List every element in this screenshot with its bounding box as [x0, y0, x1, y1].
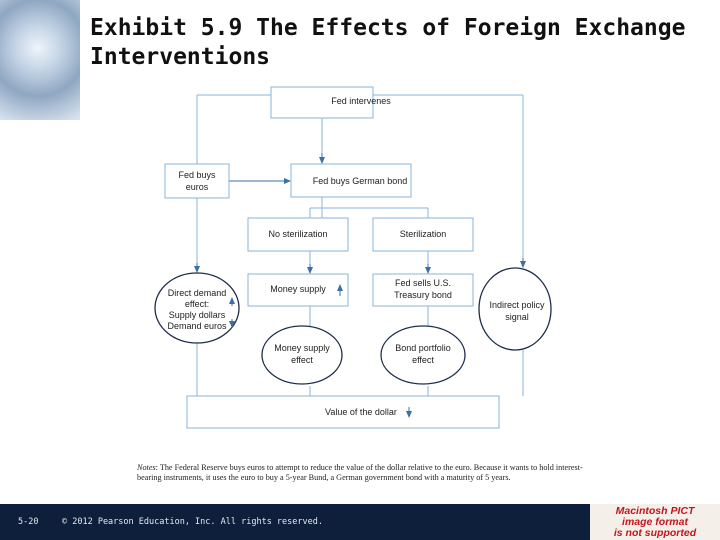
label-fed-sells-1: Fed sells U.S. — [395, 278, 451, 288]
label-fed-buys-2: euros — [186, 182, 209, 192]
copyright-text: © 2012 Pearson Education, Inc. All right… — [62, 517, 323, 527]
box-fed-buys-german-bond — [290, 163, 412, 198]
label-bond-portfolio-2: effect — [412, 355, 434, 365]
connector-lines — [196, 94, 524, 396]
ellipse-money-supply-effect — [261, 325, 343, 385]
unsupported-image-placeholder: Macintosh PICT image format is not suppo… — [590, 504, 720, 540]
title-line-2: Interventions — [90, 44, 271, 70]
title-line-1: Exhibit 5.9 The Effects of Foreign Excha… — [90, 15, 686, 41]
label-fed-buys-1: Fed buys — [178, 170, 216, 180]
label-fed-intervenes: Fed intervenes — [331, 96, 391, 106]
placeholder-line-1: Macintosh PICT — [615, 505, 695, 517]
placeholder-line-2: image format — [622, 516, 688, 528]
label-bond-portfolio-1: Bond portfolio — [395, 343, 451, 353]
intervention-diagram: Fed intervenes Fed buys euros Fed buys G… — [154, 86, 552, 429]
box-money-supply — [247, 273, 349, 307]
slide-title: Exhibit 5.9 The Effects of Foreign Excha… — [90, 14, 710, 72]
label-indirect-1: Indirect policy — [489, 300, 545, 310]
notes-text: Notes: The Federal Reserve buys euros to… — [137, 463, 587, 483]
label-no-sterilization: No sterilization — [268, 229, 327, 239]
box-no-sterilization — [247, 217, 349, 252]
label-value-of-dollar: Value of the dollar — [325, 407, 397, 417]
box-fed-intervenes — [270, 86, 374, 119]
box-fed-sells-treasury — [372, 273, 474, 307]
label-direct-demand-2: effect: — [185, 299, 209, 309]
label-direct-demand-4: Demand euros — [167, 321, 227, 331]
placeholder-line-3: is not supported — [613, 527, 697, 539]
box-fed-buys-euros — [164, 163, 230, 199]
label-money-supply-effect-2: effect — [291, 355, 313, 365]
label-sterilization: Sterilization — [400, 229, 447, 239]
ellipse-bond-portfolio-effect — [380, 325, 466, 385]
slide-number: 5-20 — [18, 517, 39, 527]
notes-body: : The Federal Reserve buys euros to atte… — [137, 463, 583, 482]
label-direct-demand-1: Direct demand — [168, 288, 227, 298]
ellipse-direct-demand-effect — [154, 272, 240, 344]
ellipse-indirect-policy-signal — [478, 267, 552, 351]
box-value-of-dollar — [186, 395, 500, 429]
label-money-supply-effect-1: Money supply — [274, 343, 330, 353]
label-money-supply: Money supply — [270, 284, 326, 294]
globe-decoration — [0, 0, 80, 120]
label-fed-sells-2: Treasury bond — [394, 290, 452, 300]
label-direct-demand-3: Supply dollars — [169, 310, 226, 320]
label-fed-buys-german-bond: Fed buys German bond — [313, 176, 408, 186]
label-indirect-2: signal — [505, 312, 529, 322]
notes-label: Notes — [137, 463, 156, 472]
box-sterilization — [372, 217, 474, 252]
